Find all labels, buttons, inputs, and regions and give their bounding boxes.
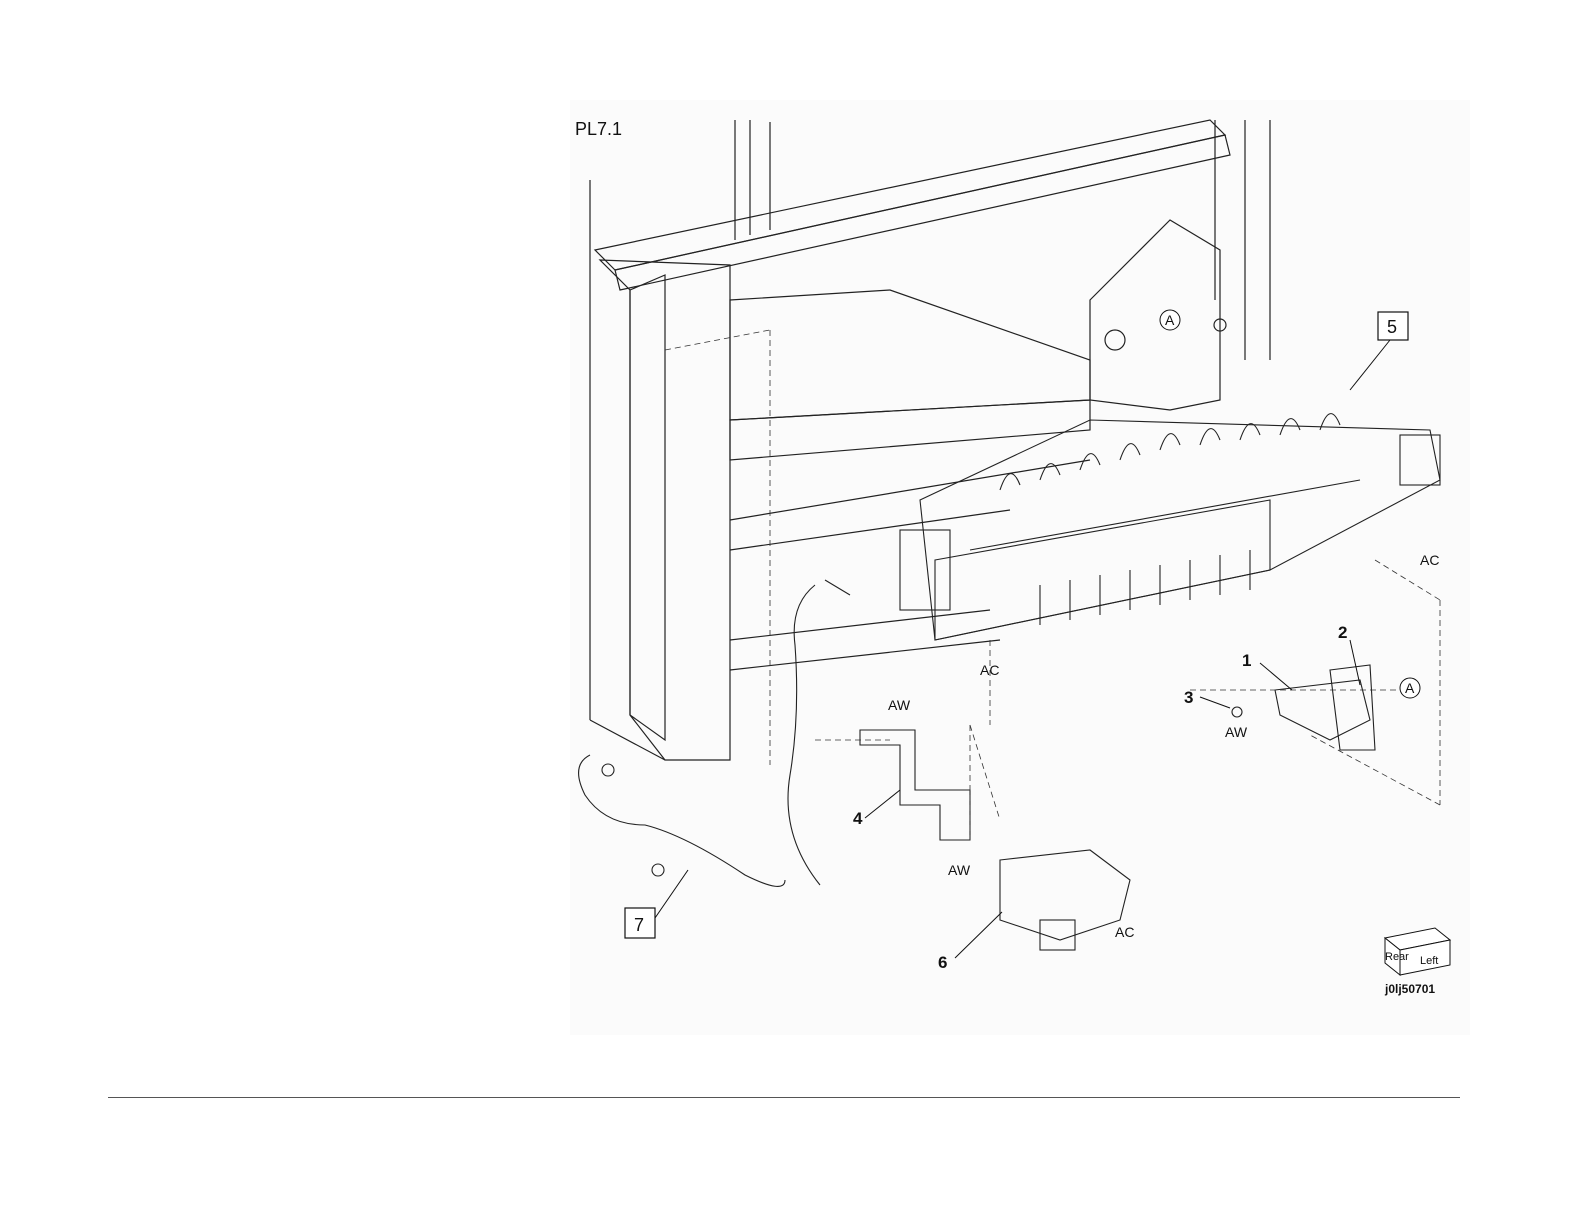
alignment-guides (665, 330, 1440, 840)
marker-a-top: A (1165, 312, 1175, 328)
code-ac-bottom: AC (1115, 924, 1134, 940)
code-ac-right: AC (1420, 552, 1439, 568)
orientation-rear: Rear (1385, 951, 1409, 963)
parts-diagram-panel: PL7.1 5 7 1 2 3 4 6 AC AC AC AW AW AW A … (570, 100, 1470, 1035)
code-aw-right: AW (1225, 724, 1248, 740)
code-aw-upper: AW (888, 697, 911, 713)
code-aw-lower: AW (948, 862, 971, 878)
orientation-cube-icon: Rear Left (1385, 928, 1450, 975)
callout-4: 4 (853, 809, 863, 828)
callout-1: 1 (1242, 651, 1251, 670)
callout-3: 3 (1184, 688, 1193, 707)
figure-title: PL7.1 (575, 119, 622, 139)
callout-2: 2 (1338, 623, 1347, 642)
callout-7: 7 (634, 915, 644, 935)
printer-frame (590, 120, 1270, 760)
harness-and-brackets (579, 580, 1375, 950)
figure-id: j0lj50701 (1384, 982, 1435, 996)
leader-lines (655, 340, 1390, 958)
code-ac-center: AC (980, 662, 999, 678)
marker-a-right: A (1405, 680, 1415, 696)
footer-divider (108, 1097, 1460, 1098)
orientation-left: Left (1420, 955, 1438, 967)
callout-5: 5 (1387, 317, 1397, 337)
exploded-parts-diagram: PL7.1 5 7 1 2 3 4 6 AC AC AC AW AW AW A … (570, 100, 1470, 1035)
callout-6: 6 (938, 953, 947, 972)
fuser-assembly (900, 414, 1440, 640)
